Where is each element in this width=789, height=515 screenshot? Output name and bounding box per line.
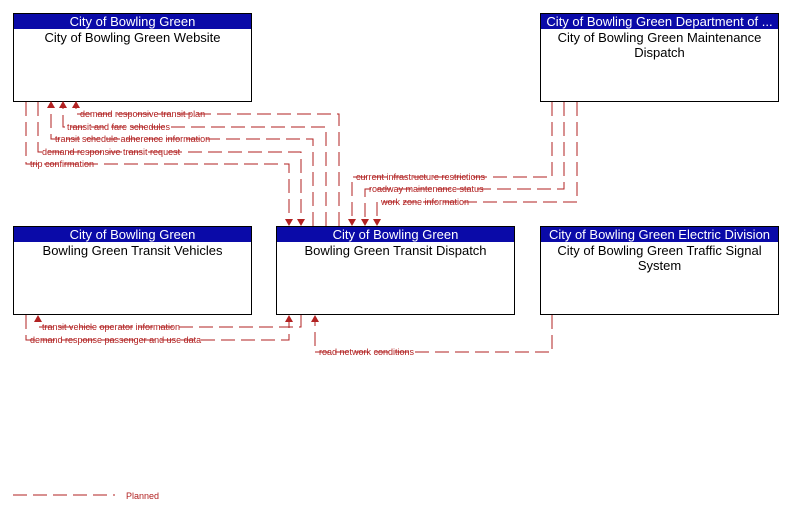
flow-current-infrastructure-restrictions[interactable]: current infrastructure restrictions [348,102,553,226]
flow-label: demand responsive transit request [42,147,181,157]
flow-transit-and-fare-schedules[interactable]: transit and fare schedules [59,101,327,226]
flow-label: current infrastructure restrictions [356,172,486,182]
node-maintenance-dispatch-title: City of Bowling Green Maintenance Dispat… [557,30,762,60]
node-traffic-signal-header: City of Bowling Green Electric Division [541,227,778,242]
flow-label: demand responsive transit plan [80,109,205,119]
arrow-head-icon [348,219,356,226]
arrow-head-icon [297,219,305,226]
flow-transit-schedule-adherence-information[interactable]: transit schedule adherence information [47,101,314,226]
node-maintenance-dispatch[interactable]: City of Bowling Green Department of ... … [540,13,779,102]
arrow-head-icon [311,315,319,322]
arrow-head-icon [285,219,293,226]
legend: Planned [13,491,159,501]
flow-demand-responsive-transit-plan[interactable]: demand responsive transit plan [72,101,340,226]
node-traffic-signal-title: City of Bowling Green Traffic Signal Sys… [557,243,762,273]
flow-roadway-maintenance-status[interactable]: roadway maintenance status [361,102,565,226]
flow-trip-confirmation[interactable]: trip confirmation [25,102,293,226]
node-website[interactable]: City of Bowling Green City of Bowling Gr… [13,13,252,102]
flow-transit-vehicle-operator-information[interactable]: transit vehicle operator information [34,315,302,332]
flow-road-network-conditions[interactable]: road network conditions [311,315,553,357]
flow-label: transit schedule adherence information [55,134,210,144]
node-website-header: City of Bowling Green [14,14,251,29]
arrow-head-icon [59,101,67,108]
flow-work-zone-information[interactable]: work zone information [373,102,578,226]
node-transit-vehicles-title: Bowling Green Transit Vehicles [42,243,223,258]
node-transit-vehicles[interactable]: City of Bowling Green Bowling Green Tran… [13,226,252,315]
node-maintenance-dispatch-header: City of Bowling Green Department of ... [541,14,778,29]
node-transit-dispatch[interactable]: City of Bowling Green Bowling Green Tran… [276,226,515,315]
flow-label: transit vehicle operator information [42,322,180,332]
node-transit-dispatch-header: City of Bowling Green [277,227,514,242]
arrow-head-icon [47,101,55,108]
flow-demand-responsive-transit-request[interactable]: demand responsive transit request [37,102,305,226]
node-traffic-signal[interactable]: City of Bowling Green Electric Division … [540,226,779,315]
flow-label: roadway maintenance status [369,184,484,194]
arrow-head-icon [72,101,80,108]
arrow-head-icon [34,315,42,322]
arrow-head-icon [361,219,369,226]
arrow-head-icon [373,219,381,226]
legend-label-planned: Planned [126,491,159,501]
node-transit-dispatch-title: Bowling Green Transit Dispatch [304,243,487,258]
flow-label: demand response passenger and use data [30,335,201,345]
arrow-head-icon [285,315,293,322]
flow-label: road network conditions [319,347,415,357]
flow-label: transit and fare schedules [67,122,171,132]
flow-label: work zone information [380,197,469,207]
node-transit-vehicles-header: City of Bowling Green [14,227,251,242]
flow-demand-response-passenger-and-use-data[interactable]: demand response passenger and use data [25,315,293,345]
flow-label: trip confirmation [30,159,94,169]
node-website-title: City of Bowling Green Website [44,30,221,45]
